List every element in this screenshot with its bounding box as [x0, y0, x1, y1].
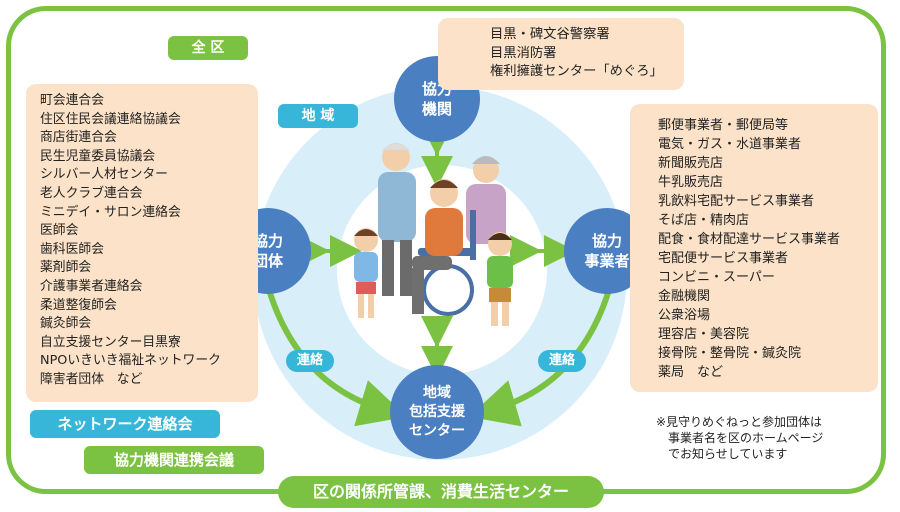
man-body	[425, 208, 463, 256]
wheelchair-wheel	[422, 264, 474, 316]
groups-list-item: 自立支援センター目黒寮	[40, 334, 181, 350]
groups-list-box: 町会連合会 住区住民会議連絡協議会 商店街連合会 民生児童委員協議会 シルバー人…	[26, 84, 258, 402]
groups-list-item: 障害者団体 など	[40, 371, 143, 387]
groups-list-item: 薬剤師会	[40, 260, 92, 276]
agencies-list-item: 権利擁護センター「めぐろ」	[490, 64, 663, 80]
groups-list-item: 住区住民会議連絡協議会	[40, 111, 181, 127]
agencies-list-box: 目黒・碑文谷警察署 目黒消防署 権利擁護センター「めぐろ」	[438, 18, 684, 90]
businesses-list-item: 薬局 など	[658, 365, 724, 380]
groups-list-item: 介護事業者連絡会	[40, 278, 143, 294]
footnote: ※見守りめぐねっと参加団体は 事業者名を区のホームページ でお知らせしています	[656, 414, 823, 462]
businesses-list-item: 電気・ガス・水道事業者	[658, 137, 802, 152]
groups-list-item: 町会連合会	[40, 93, 104, 108]
link-label-left: 連絡	[286, 350, 334, 372]
node-community-support-center: 地域 包括支援 センター	[390, 365, 484, 459]
businesses-list-item: 理容店・美容院	[658, 327, 750, 342]
businesses-list-item: 郵便事業者・郵便局等	[658, 118, 789, 133]
cooperation-council-label: 協力機関連携会議	[84, 446, 264, 474]
groups-list-item: 医師会	[40, 223, 79, 239]
node-groups-line2: 団体	[252, 252, 283, 270]
groups-list-item: 鍼灸師会	[40, 316, 92, 332]
node-center-line1: 地域	[423, 384, 451, 401]
footnote-line: でお知らせしています	[668, 447, 788, 461]
businesses-list-item: 公衆浴場	[658, 308, 711, 323]
businesses-list-item: 配食・食材配達サービス事業者	[658, 232, 841, 247]
boy-body	[487, 256, 513, 288]
businesses-list-item: 金融機関	[658, 289, 711, 304]
businesses-list-item: 接骨院・整骨院・鍼灸院	[658, 346, 802, 361]
node-center-line2: 包括支援	[409, 403, 465, 420]
businesses-list-item: 乳飲料宅配サービス事業者	[658, 194, 815, 209]
groups-list-item: シルバー人材センター	[40, 167, 168, 183]
node-groups-line1: 協力	[252, 232, 283, 250]
businesses-list-box: 郵便事業者・郵便局等 電気・ガス・水道事業者 新聞販売店 牛乳販売店 乳飲料宅配…	[630, 104, 878, 392]
groups-list-item: NPOいきいき福祉ネットワーク	[40, 353, 221, 369]
businesses-list-item: そば店・精肉店	[658, 213, 750, 228]
bottom-banner: 区の関係所管課、消費生活センター	[278, 476, 604, 508]
node-center-line3: センター	[409, 422, 465, 439]
businesses-list-item: コンビニ・スーパー	[658, 270, 775, 285]
node-agencies-line2: 機関	[421, 100, 452, 118]
groups-list-item: 民生児童委員協議会	[40, 148, 156, 164]
businesses-list-item: 宅配便サービス事業者	[658, 251, 789, 266]
node-businesses-line1: 協力	[591, 232, 622, 250]
groups-list-item: 商店街連合会	[40, 130, 117, 146]
groups-list-item: ミニデイ・サロン連絡会	[40, 204, 181, 220]
footnote-line: ※見守りめぐねっと参加団体は	[656, 415, 823, 429]
all-wards-label: 全 区	[168, 36, 248, 60]
groups-list-item: 老人クラブ連合会	[40, 185, 143, 201]
link-label-right: 連絡	[538, 350, 586, 372]
girl-body	[354, 252, 378, 282]
region-label: 地 域	[278, 104, 358, 128]
footnote-line: 事業者名を区のホームページ	[668, 431, 824, 445]
groups-list-item: 柔道整復師会	[40, 297, 117, 313]
agencies-list-item: 目黒消防署	[490, 45, 557, 61]
network-council-label: ネットワーク連絡会	[30, 410, 220, 438]
agencies-list-item: 目黒・碑文谷警察署	[490, 27, 610, 42]
elderly-man-body	[378, 172, 416, 242]
businesses-list-item: 牛乳販売店	[658, 175, 724, 190]
groups-list-item: 歯科医師会	[40, 241, 104, 257]
node-businesses-line2: 事業者	[584, 252, 630, 270]
businesses-list-item: 新聞販売店	[658, 156, 724, 171]
